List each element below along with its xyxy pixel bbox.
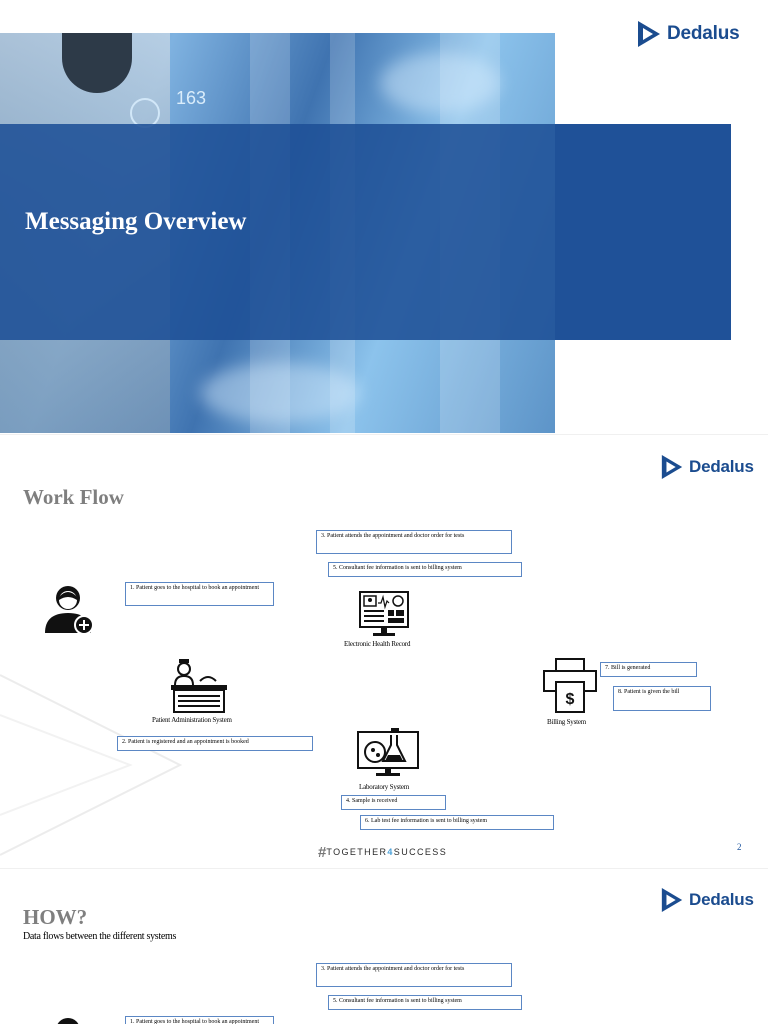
patient-icon: [45, 586, 94, 635]
step-3-box: 3. Patient attends the appointment and d…: [316, 530, 512, 554]
billing-printer-icon: $: [543, 658, 597, 713]
dedalus-logo: Dedalus: [660, 453, 754, 481]
step-2-box: 2. Patient is registered and an appointm…: [117, 736, 313, 751]
watermark-arrow-icon: [0, 674, 183, 856]
step-7-box: 7. Bill is generated: [600, 662, 697, 677]
section-title: HOW?: [23, 905, 88, 929]
svg-text:$: $: [566, 691, 575, 708]
slide-title: 163 Messaging Overview Dedalus: [0, 0, 768, 434]
step-3-box: 3. Patient attends the appointment and d…: [316, 963, 512, 987]
ehr-label: Electronic Health Record: [344, 640, 411, 648]
dedalus-logo-icon: [661, 455, 683, 479]
step-8-box: 8. Patient is given the bill: [613, 686, 711, 711]
dedalus-logo-icon: [638, 21, 660, 47]
billing-label: Billing System: [547, 718, 587, 726]
title-band: [0, 124, 731, 340]
section-title: Work Flow: [23, 485, 124, 509]
tagline-success: SUCCESS: [393, 847, 448, 857]
tagline-together: TOGETHER: [326, 847, 388, 857]
step-6-box: 6. Lab test fee information is sent to b…: [360, 815, 554, 830]
dedalus-logo: Dedalus: [636, 19, 740, 49]
dedalus-logo-icon: [661, 888, 683, 912]
ehr-monitor-icon: [359, 591, 409, 636]
step-4-box: 4. Sample is received: [341, 795, 446, 810]
patient-icon: [57, 1018, 79, 1024]
section-subtitle: Data flows between the different systems: [23, 931, 177, 942]
page-number: 2: [737, 842, 742, 852]
tagline-hash: #: [318, 844, 327, 861]
step-1-box: 1. Patient goes to the hospital to book …: [125, 582, 274, 606]
logo-text: Dedalus: [689, 457, 754, 476]
slide-workflow: Dedalus Work Flow Electronic Health Reco…: [0, 434, 768, 868]
logo-text: Dedalus: [667, 23, 740, 44]
tagline-four: 4: [387, 847, 394, 857]
pas-label: Patient Administration System: [152, 716, 232, 724]
light-glow: [200, 363, 360, 423]
tagline: #TOGETHER4SUCCESS: [318, 844, 447, 861]
laboratory-monitor-icon: [357, 728, 419, 776]
slide-how: Dedalus HOW? Data flows between the diff…: [0, 868, 768, 1024]
step-5-box: 5. Consultant fee information is sent to…: [328, 562, 522, 577]
lab-label: Laboratory System: [359, 783, 410, 791]
step-1-box: 1. Patient goes to the hospital to book …: [125, 1016, 274, 1024]
step-5-box: 5. Consultant fee information is sent to…: [328, 995, 522, 1010]
dedalus-logo: Dedalus: [660, 886, 754, 914]
slide-title-text: Messaging Overview: [25, 208, 247, 235]
light-glow: [380, 53, 500, 113]
hud-number: 163: [176, 88, 207, 108]
logo-text: Dedalus: [689, 890, 754, 909]
doctor-head: [62, 33, 132, 93]
reception-desk-icon: [171, 659, 227, 713]
